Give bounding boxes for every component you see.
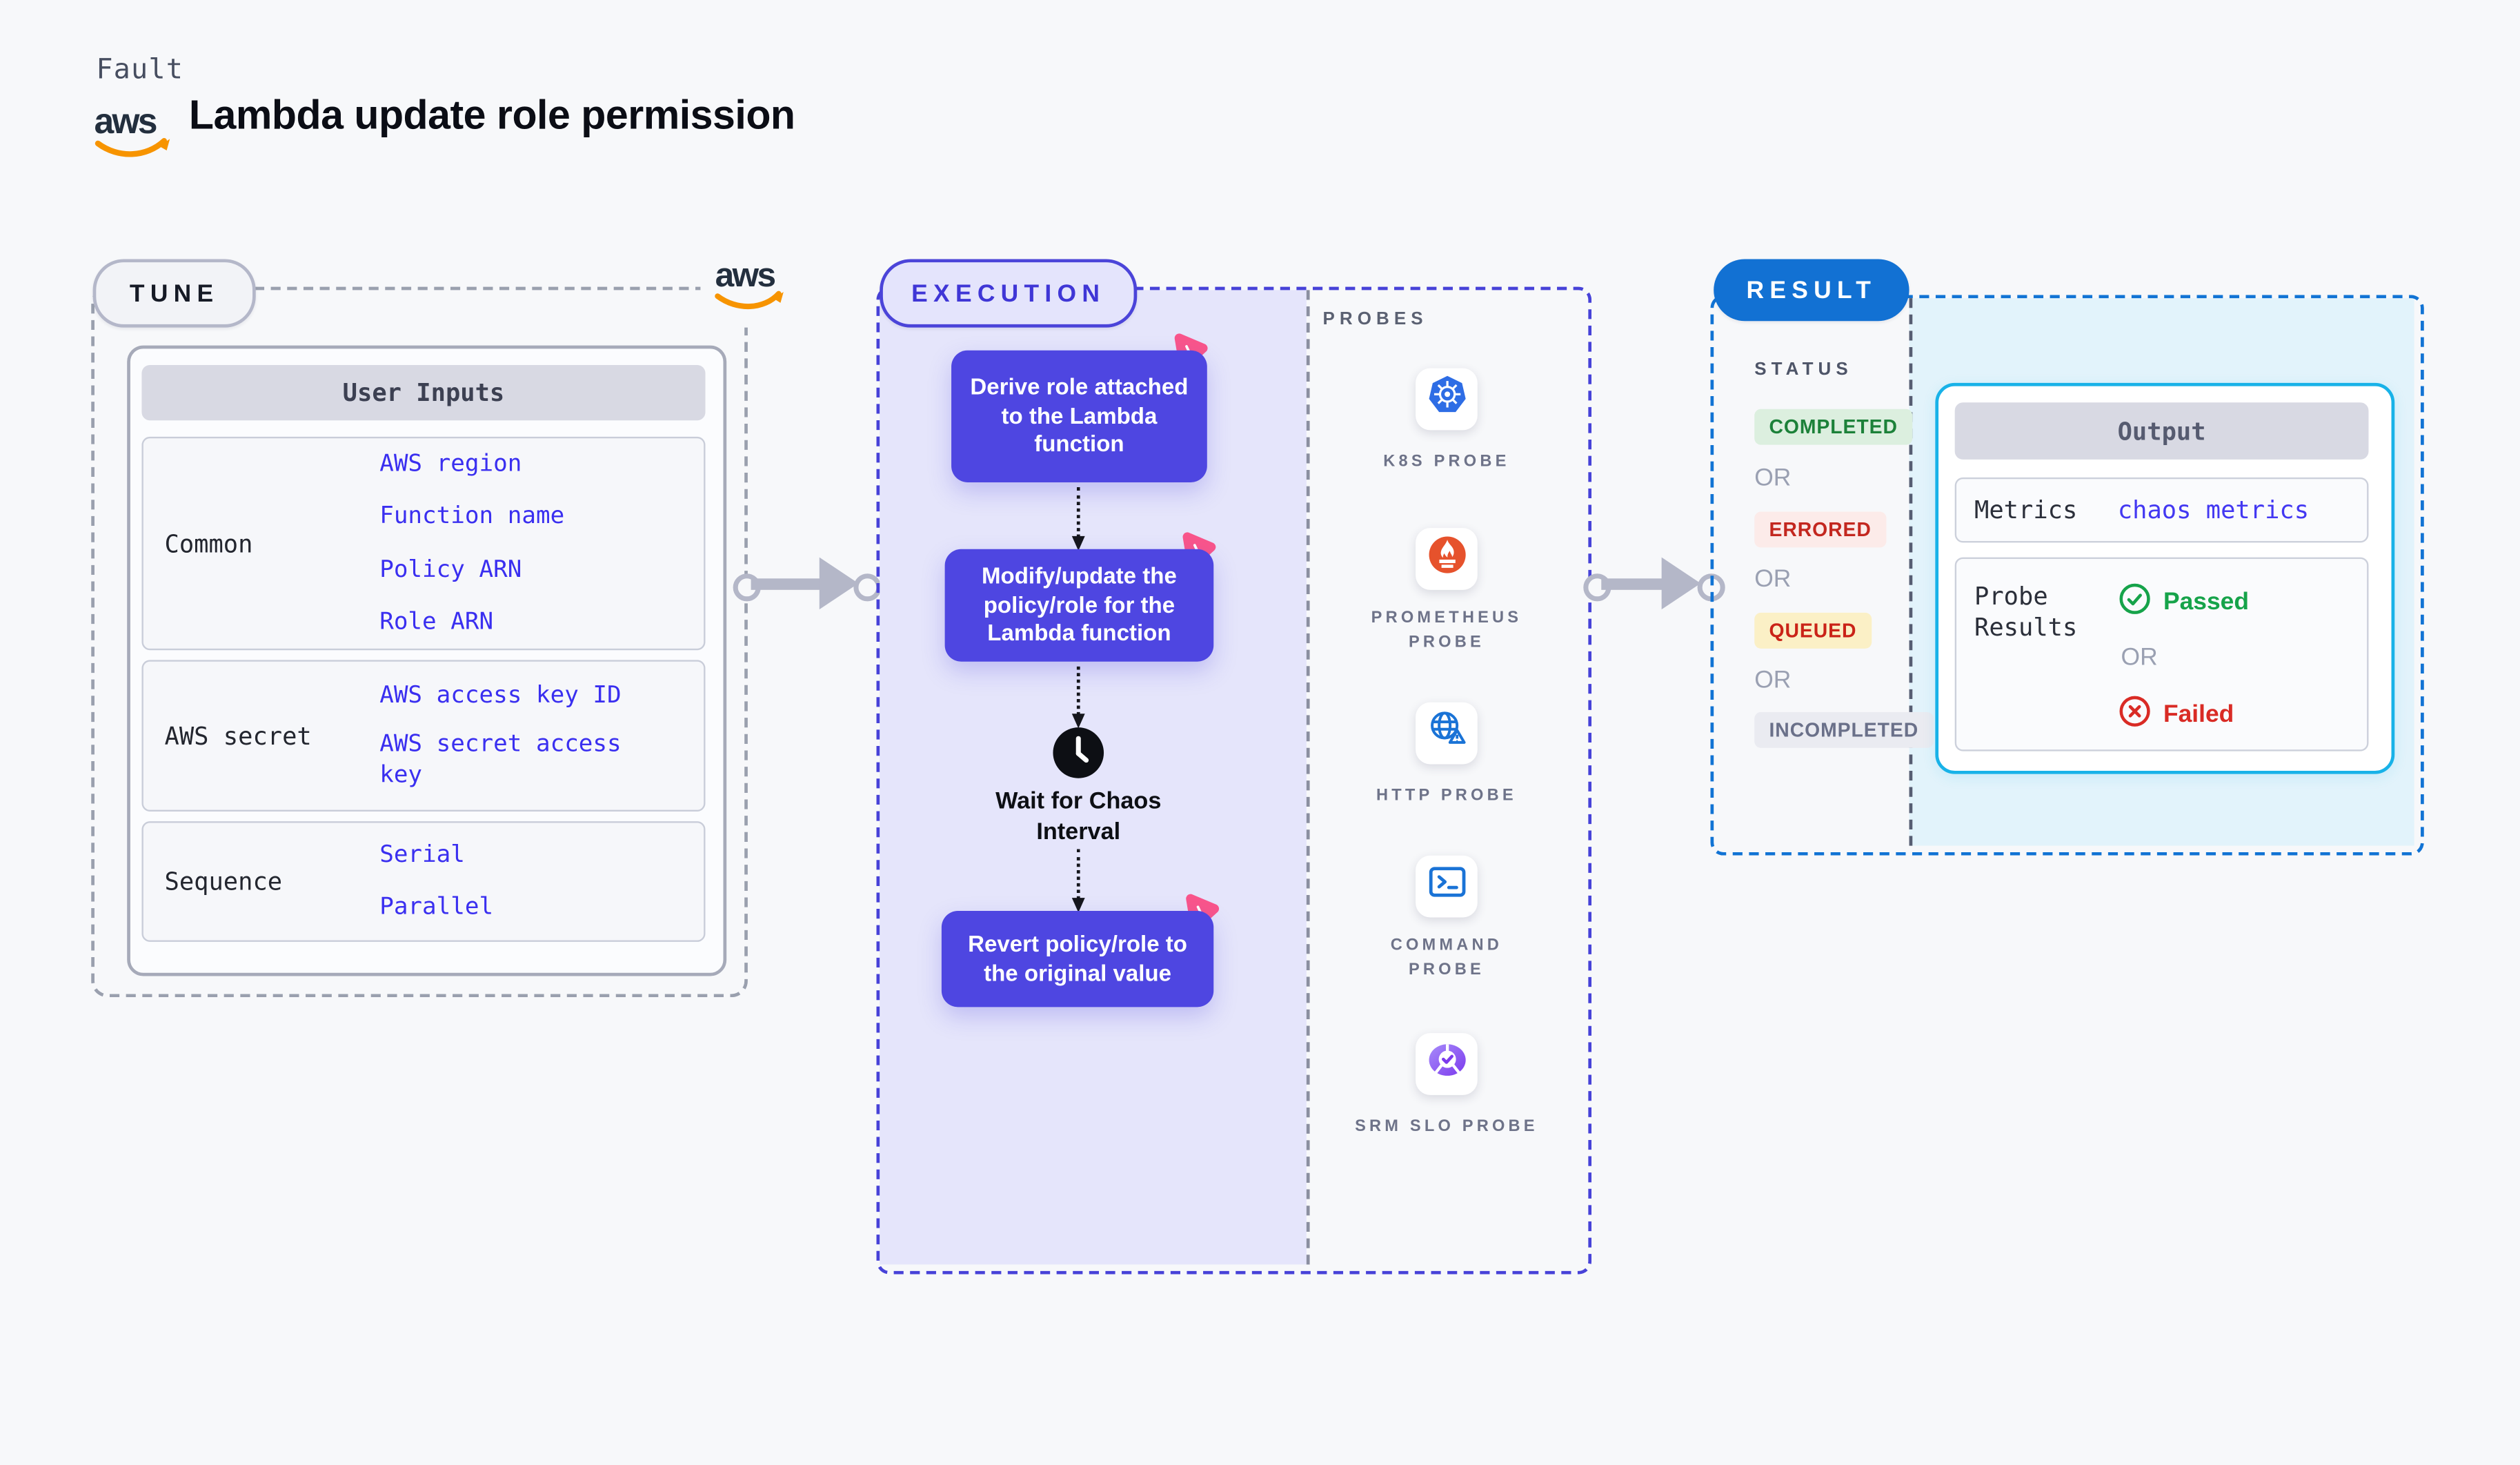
execution-section [876,286,1592,1275]
row-label: Common [164,529,253,558]
terminal-icon [1425,861,1469,913]
probe-srm-slo [1416,1033,1478,1095]
probe-results-row: Probe Results Passed OR Failed [1954,557,2369,751]
probe-http-label: HTTP PROBE [1376,787,1517,805]
flow-arrow [1071,849,1085,913]
flow-arrow [1071,487,1085,551]
aws-logo: aws [93,98,175,166]
status-badge-errored: ERRORED [1754,511,1887,548]
srm-slo-gauge-icon [1425,1038,1469,1090]
passed-label: Passed [2163,588,2250,616]
row-value: AWS access key ID [379,683,622,709]
probe-k8s [1416,368,1478,431]
flow-step-revert-policy: Revert policy/role to the original value [941,911,1214,1007]
result-section [1710,295,2424,856]
kubernetes-icon [1425,373,1469,426]
row-value: AWS region [379,451,522,478]
row-value: Role ARN [379,609,494,636]
or-label: OR [1754,565,1792,593]
probes-title: PROBES [1322,309,1428,330]
flow-step-modify-policy: Modify/update the policy/role for the La… [944,549,1214,662]
or-label: OR [1754,666,1792,694]
svg-text:aws: aws [715,255,775,294]
probe-command [1416,855,1478,918]
failed-item: Failed [2118,694,2234,735]
probe-prometheus-label: PROMETHEUS PROBE [1371,609,1522,652]
table-row-aws-secret: AWS secret AWS access key ID AWS secret … [141,660,706,812]
row-value: Policy ARN [379,556,522,583]
execution-pill: EXECUTION [880,259,1138,328]
wait-for-chaos-label: Wait for Chaos Interval [995,788,1162,846]
table-row-sequence: Sequence Serial Parallel [141,821,706,942]
probe-srm-slo-label: SRM SLO PROBE [1355,1117,1538,1136]
table-row-common: Common AWS region Function name Policy A… [141,436,706,651]
status-badge-incompleted: INCOMPLETED [1754,711,1934,748]
execution-probes-divider [1306,290,1310,1265]
connector-line [751,578,823,590]
status-title: STATUS [1754,360,1853,380]
probe-results-label: Probe Results [1974,582,2078,642]
result-divider [1909,298,1913,846]
aws-logo-small: aws [700,242,788,328]
connector-line [1601,578,1663,590]
row-label: AWS secret [164,720,312,751]
failed-label: Failed [2163,700,2234,729]
row-label: Sequence [164,867,283,896]
row-value: Function name [379,504,565,531]
or-label: OR [1754,464,1792,493]
metrics-label: Metrics [1974,494,2078,524]
http-globe-icon [1425,707,1469,760]
probe-prometheus [1416,528,1478,590]
probe-k8s-label: K8S PROBE [1383,453,1510,471]
connector-arrowhead [1661,557,1701,610]
user-inputs-title: User Inputs [141,364,706,421]
or-label: OR [2121,643,2158,671]
probe-http [1416,702,1478,765]
metrics-row: Metrics chaos metrics [1954,477,2369,543]
passed-item: Passed [2118,582,2249,622]
connector-arrowhead [819,557,859,610]
metrics-value: chaos metrics [2117,495,2310,525]
x-circle-icon [2118,694,2152,735]
flow-step-derive-role: Derive role attached to the Lambda funct… [951,350,1207,482]
tune-section [91,286,748,998]
flow-arrow [1071,666,1085,729]
svg-text:aws: aws [94,101,156,141]
prometheus-icon [1425,533,1469,585]
row-value: Serial [379,843,465,869]
output-title: Output [1954,402,2369,460]
status-badge-completed: COMPLETED [1754,409,1913,445]
check-circle-icon [2118,582,2152,622]
tune-pill: TUNE [92,259,256,328]
row-value: AWS secret access key [379,732,622,788]
probe-command-label: COMMAND PROBE [1390,936,1503,980]
fault-eyebrow: Fault [96,53,184,87]
clock-icon [1051,725,1106,780]
result-pill: RESULT [1714,259,1909,322]
row-value: Parallel [379,894,494,921]
page-title: Lambda update role permission [188,92,795,139]
status-badge-queued: QUEUED [1754,612,1872,649]
